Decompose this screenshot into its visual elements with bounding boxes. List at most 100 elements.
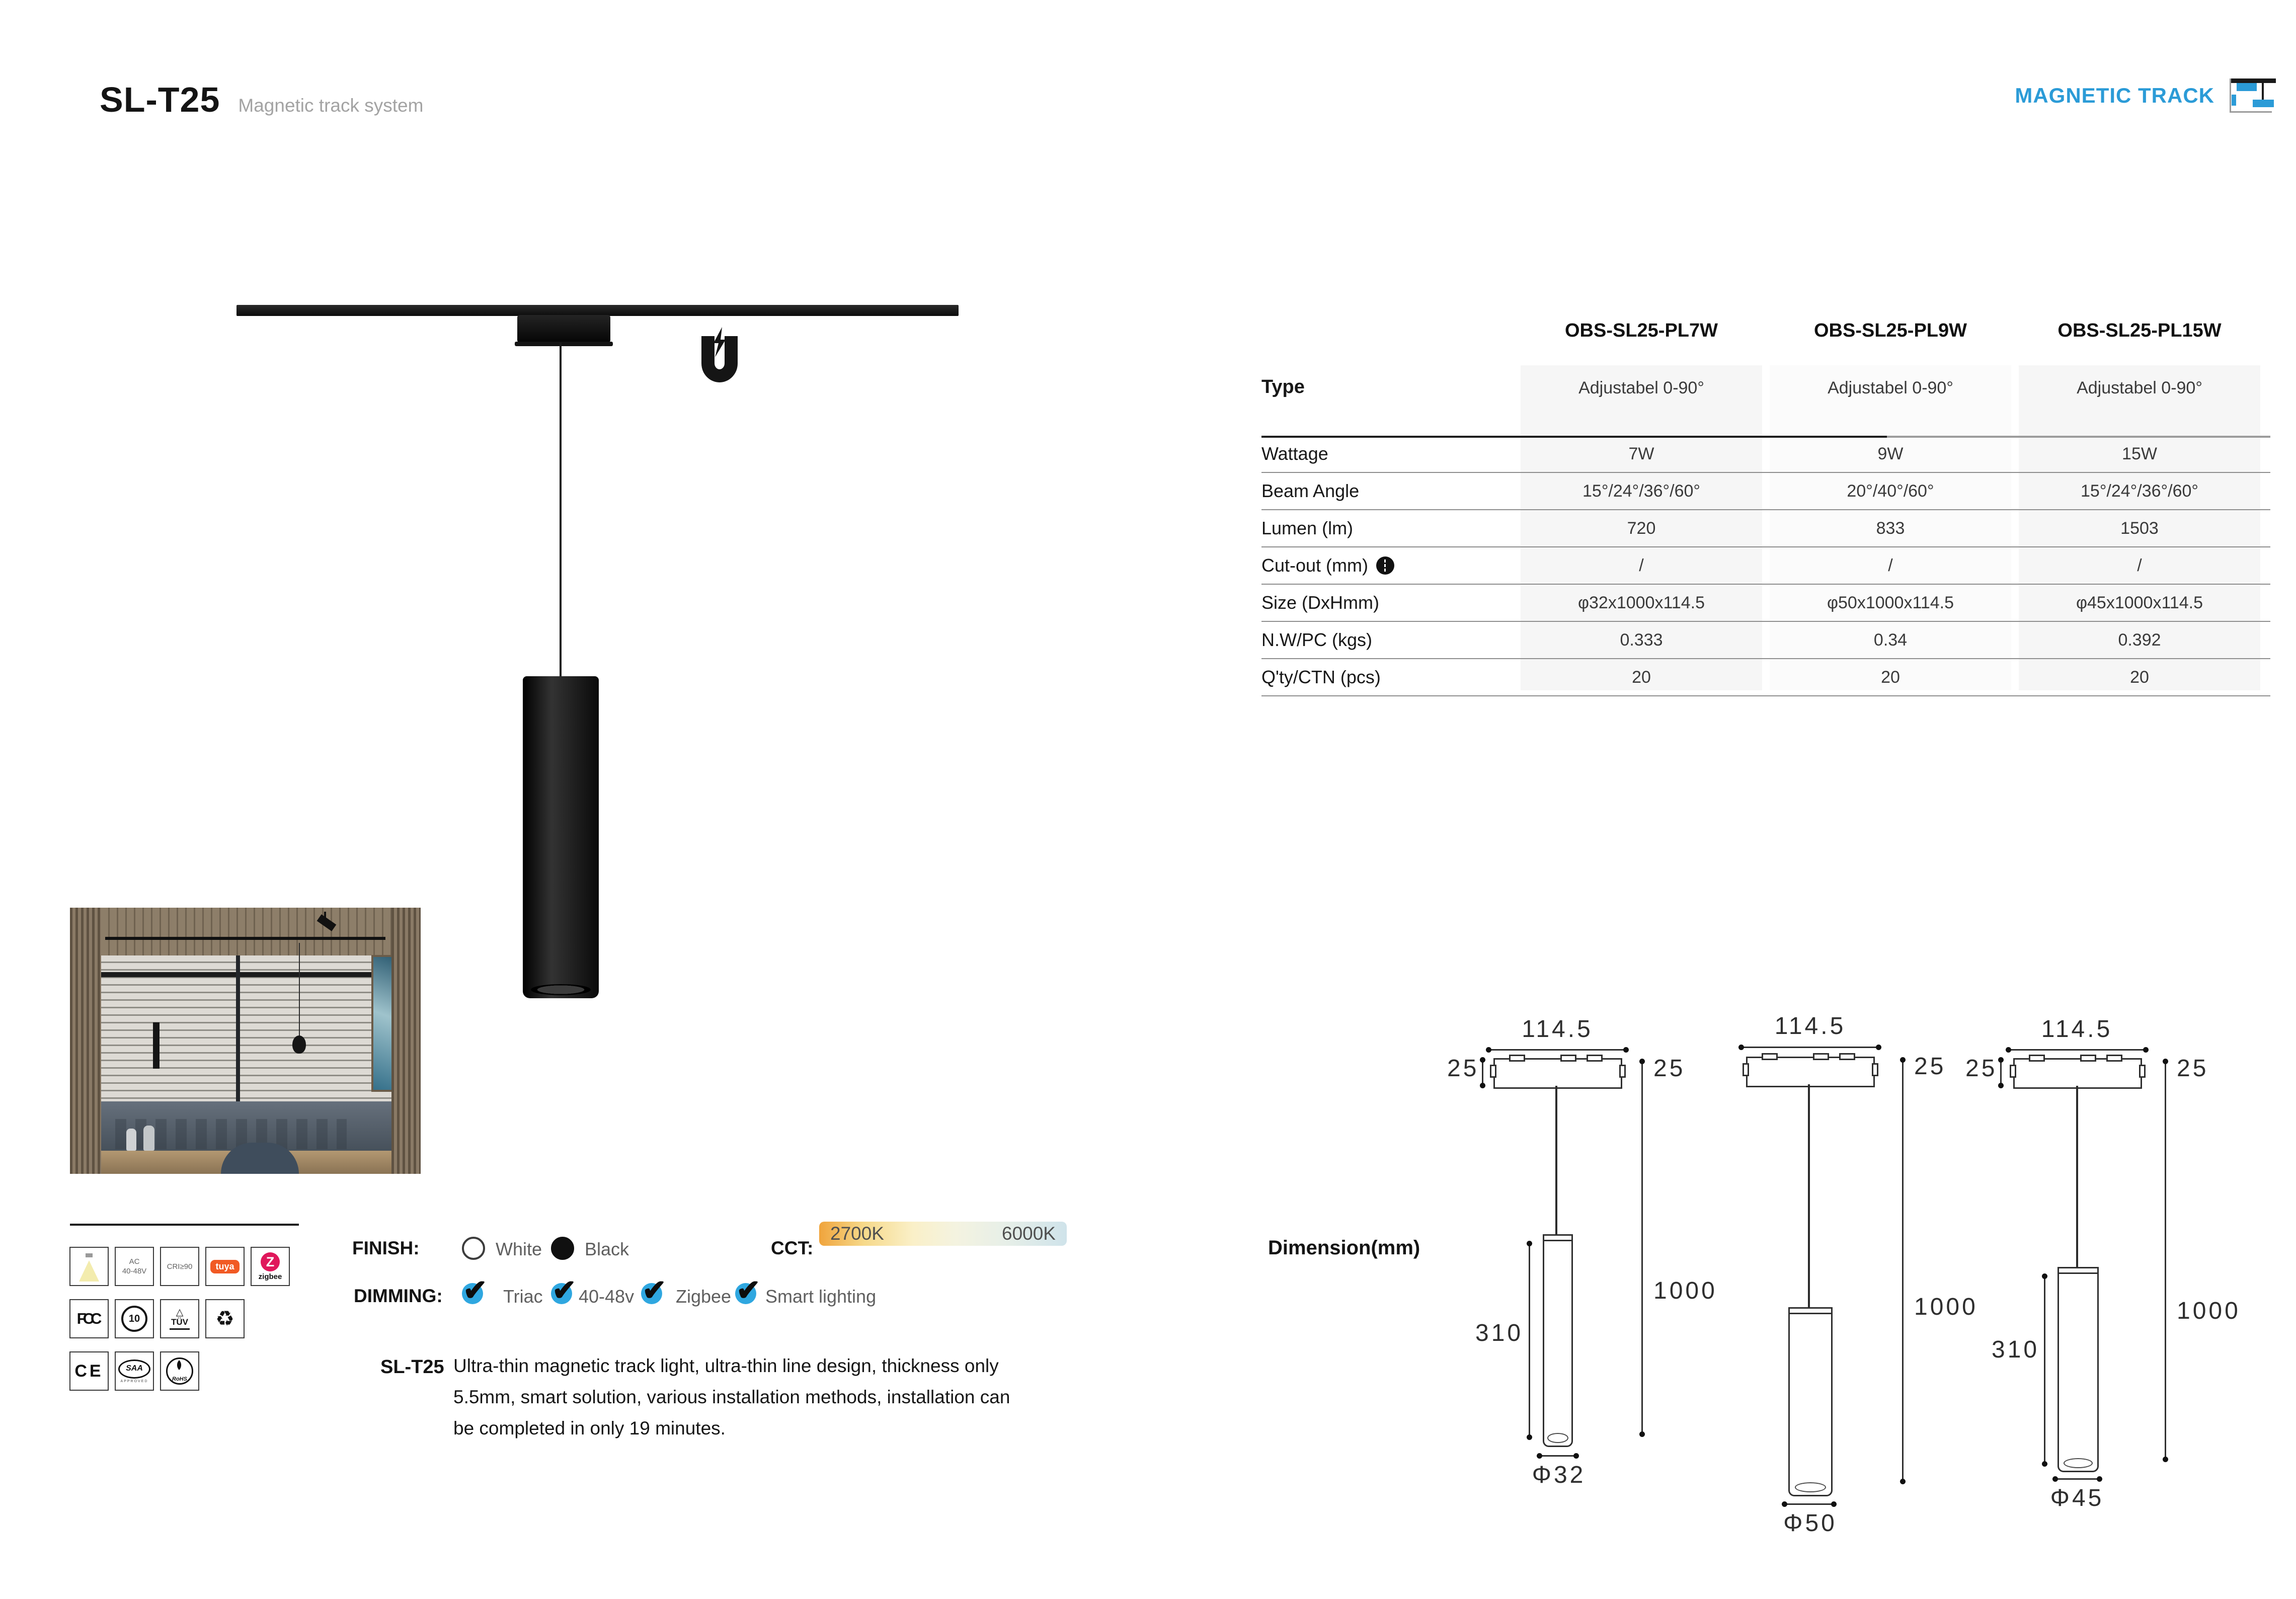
drawing-cylinder xyxy=(1543,1234,1573,1447)
description-text: Ultra-thin magnetic track light, ultra-t… xyxy=(453,1355,1037,1449)
cell-value: 15°/24°/36°/60° xyxy=(2081,482,2198,501)
row-label: Cut-out (mm) xyxy=(1261,547,1513,584)
photo-pendant-lamp xyxy=(292,1035,306,1054)
cert-saa-icon: SAA APPROVED xyxy=(115,1351,154,1391)
cutout-info-icon xyxy=(1376,556,1395,575)
table-row-type: Type Adjustabel 0-90° Adjustabel 0-90° A… xyxy=(1261,365,2270,436)
cert-tuya-icon: tuya xyxy=(205,1247,245,1286)
cell-value: 9W xyxy=(1877,444,1904,463)
cell-value: 833 xyxy=(1876,519,1905,538)
dim-track-height: 25 xyxy=(1965,1055,1998,1082)
dim-height: 1000 xyxy=(2177,1298,2241,1324)
dim-diameter: Φ50 xyxy=(1783,1510,1837,1537)
cell-value: Adjustabel 0-90° xyxy=(1578,378,1704,397)
cert-zigbee-icon: Z zigbee xyxy=(251,1247,290,1286)
cell-value: / xyxy=(2137,556,2142,575)
cell-value: 1503 xyxy=(2120,519,2159,538)
pendant-cable-illustration xyxy=(560,343,562,677)
column-header-pl15w: OBS-SL25-PL15W xyxy=(2057,320,2222,341)
finish-black-swatch xyxy=(551,1237,574,1260)
magnetic-track-label: MAGNETIC TRACK xyxy=(2015,84,2214,107)
row-label: N.W/PC (kgs) xyxy=(1261,629,1372,650)
check-icon xyxy=(734,1273,761,1307)
drawing-cylinder xyxy=(2057,1267,2099,1472)
cell-value: 15W xyxy=(2122,444,2157,463)
photo-blinds xyxy=(101,955,391,1101)
finish-white-label: White xyxy=(496,1239,542,1259)
table-row-cutout: Cut-out (mm) / / / xyxy=(1261,547,2270,585)
track-connector-illustration xyxy=(515,315,613,346)
row-label: Beam Angle xyxy=(1261,481,1360,501)
magnet-icon xyxy=(694,327,745,395)
description-line: 5.5mm, smart solution, various installat… xyxy=(453,1387,1010,1407)
page-header: SL-T25 Magnetic track system xyxy=(100,79,423,120)
drawing-cylinder xyxy=(1788,1307,1833,1496)
dim-track-height-right: 25 xyxy=(1914,1053,1946,1080)
cell-value: 720 xyxy=(1627,519,1656,538)
dim-track-height-right: 25 xyxy=(2177,1055,2209,1082)
cct-gradient-bar: 2700K 6000K xyxy=(819,1222,1067,1246)
cell-value: 15°/24°/36°/60° xyxy=(1582,482,1700,501)
room-photo xyxy=(70,908,421,1174)
row-label: Lumen (lm) xyxy=(1261,518,1354,538)
dim-width: 114.5 xyxy=(1522,1016,1593,1043)
column-header-pl9w: OBS-SL25-PL9W xyxy=(1813,320,1967,341)
magnetic-track-icon xyxy=(2228,75,2276,116)
dim-height: 1000 xyxy=(1914,1294,1978,1320)
description-model: SL-T25 xyxy=(380,1356,444,1378)
cell-value: 20°/40°/60° xyxy=(1847,482,1934,501)
spec-table: OBS-SL25-PL7W OBS-SL25-PL9W OBS-SL25-PL1… xyxy=(1261,311,2270,713)
pendant-lamp-illustration xyxy=(523,676,599,998)
cert-fcc-icon: FCC xyxy=(69,1299,109,1338)
dimming-label: DIMMING: xyxy=(354,1286,443,1306)
drawing-track xyxy=(1743,1053,1878,1087)
dimming-smart-label: Smart lighting xyxy=(765,1286,877,1307)
cell-value: 20 xyxy=(2130,668,2149,687)
dim-body: 310 xyxy=(1475,1320,1524,1346)
row-label: Size (DxHmm) xyxy=(1261,592,1379,613)
cell-value: 7W xyxy=(1628,444,1654,463)
track-rail-illustration xyxy=(236,305,959,316)
page-subtitle: Magnetic track system xyxy=(238,95,424,116)
dim-diameter: Φ32 xyxy=(1532,1462,1586,1488)
dimming-triac-label: Triac xyxy=(503,1286,543,1307)
magnetic-track-badge: MAGNETIC TRACK xyxy=(2015,75,2276,116)
dim-width: 114.5 xyxy=(1774,1013,1846,1040)
photo-wall-lamp xyxy=(153,1022,160,1069)
table-row-weight: N.W/PC (kgs) 0.333 0.34 0.392 xyxy=(1261,622,2270,659)
table-divider xyxy=(1261,436,2270,438)
dimming-zigbee-label: Zigbee xyxy=(676,1286,732,1307)
description-line: Ultra-thin magnetic track light, ultra-t… xyxy=(453,1355,999,1376)
cert-recycle-icon: ♻ xyxy=(205,1299,245,1338)
divider-line xyxy=(70,1224,299,1226)
table-row-wattage: Wattage 7W 9W 15W xyxy=(1261,436,2270,473)
dim-width: 114.5 xyxy=(2041,1016,2113,1043)
cell-value: φ50x1000x114.5 xyxy=(1827,593,1954,612)
photo-ceiling-track xyxy=(105,937,385,940)
dim-diameter: Φ45 xyxy=(2050,1485,2104,1511)
page-title: SL-T25 xyxy=(100,80,220,119)
finish-white-swatch xyxy=(462,1237,485,1260)
cert-beam-angle-icon xyxy=(69,1247,109,1286)
dimension-drawing-pl15w: 114.5 25 310 25 1000 Φ45 xyxy=(1957,1006,2279,1511)
cell-value: / xyxy=(1639,556,1644,575)
description-line: be completed in only 19 minutes. xyxy=(453,1418,726,1438)
cct-min: 2700K xyxy=(830,1223,884,1244)
cell-value: φ32x1000x114.5 xyxy=(1577,593,1705,612)
dim-track-height-right: 25 xyxy=(1653,1055,1686,1082)
dimension-title: Dimension(mm) xyxy=(1268,1237,1420,1259)
cell-value: / xyxy=(1888,556,1893,575)
dim-track-height: 25 xyxy=(1447,1055,1479,1082)
check-icon xyxy=(640,1273,667,1307)
dim-body: 310 xyxy=(1992,1336,2040,1363)
drawing-track xyxy=(1490,1055,1626,1089)
table-row-qty: Q'ty/CTN (pcs) 20 20 20 xyxy=(1261,659,2270,696)
cert-tuv-icon: △ TÜV xyxy=(160,1299,199,1338)
row-label: Wattage xyxy=(1261,443,1328,464)
photo-figurine xyxy=(143,1126,154,1151)
table-row-lumen: Lumen (lm) 720 833 1503 xyxy=(1261,510,2270,547)
cert-ce-icon: CE xyxy=(69,1351,109,1391)
check-icon xyxy=(461,1273,488,1307)
dimming-voltage-label: 40-48v xyxy=(579,1286,635,1307)
dimension-drawing-pl9w: 114.5 25 1000 Φ50 xyxy=(1701,1006,1983,1537)
